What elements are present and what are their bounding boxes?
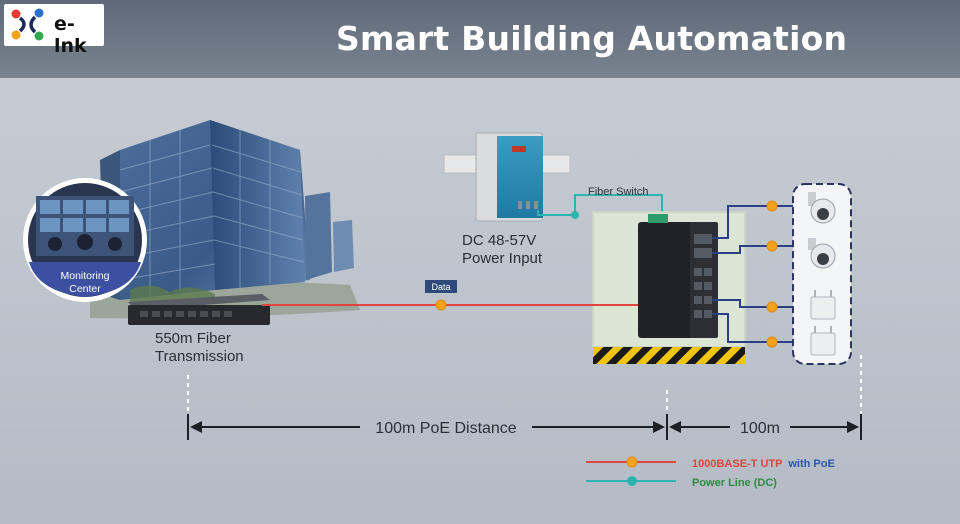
- fiber-transmission-label-2: Transmission: [155, 348, 244, 365]
- monitoring-video-wall: [23, 178, 147, 302]
- device-distance-label: 100m: [740, 420, 780, 437]
- outdoor-access-point: [810, 290, 836, 320]
- poe-node-1: [766, 200, 778, 212]
- din-rail-power-supply: [443, 132, 571, 222]
- legend-power-label: Power Line (DC): [692, 477, 777, 489]
- monitoring-center-label-1: Monitoring: [60, 270, 109, 282]
- hazard-stripe-base: [593, 347, 745, 364]
- legend-utp-text: 1000BASE-T UTP: [692, 458, 782, 470]
- legend-utp-node: [626, 456, 638, 468]
- monitoring-center-label-2: Center: [69, 283, 101, 295]
- legend-utp-label: 1000BASE-T UTP with PoE: [692, 458, 835, 470]
- fiber-data-node: [435, 299, 447, 311]
- poe-distance-label: 100m PoE Distance: [375, 420, 517, 437]
- arrow-head: [653, 421, 665, 433]
- arrow-head: [190, 421, 202, 433]
- power-line: [537, 194, 663, 216]
- logo-mark-icon: [11, 8, 44, 41]
- data-tag: [425, 280, 457, 293]
- logo-text: e-lnk: [54, 13, 87, 57]
- page-title: Smart Building Automation: [336, 19, 848, 58]
- power-input-label-1: DC 48-57V: [462, 232, 536, 249]
- outdoor-access-point: [810, 326, 836, 356]
- arrow-head: [847, 421, 859, 433]
- legend-power-node: [627, 476, 637, 486]
- brand-logo: e-lnk: [4, 4, 104, 57]
- office-building-image: [90, 120, 360, 319]
- power-line-node: [571, 211, 579, 219]
- fiber-transceiver: [128, 294, 270, 325]
- legend: 1000BASE-T UTP with PoE Power Line (DC): [586, 456, 835, 489]
- header-bar: [0, 0, 960, 78]
- industrial-poe-switch: [638, 214, 718, 338]
- fiber-transmission-label-1: 550m Fiber: [155, 330, 231, 347]
- ptz-dome-camera: [808, 238, 836, 269]
- poe-node-4: [766, 336, 778, 348]
- arrow-head: [669, 421, 681, 433]
- legend-poe-text: with PoE: [787, 458, 834, 470]
- poe-node-2: [766, 240, 778, 252]
- power-input-label-2: Power Input: [462, 250, 543, 267]
- fiber-switch-label: Fiber Switch: [588, 186, 649, 198]
- device-panel: [792, 183, 852, 365]
- ptz-dome-camera: [808, 192, 836, 224]
- data-tag-label: Data: [431, 282, 450, 292]
- poe-node-3: [766, 301, 778, 313]
